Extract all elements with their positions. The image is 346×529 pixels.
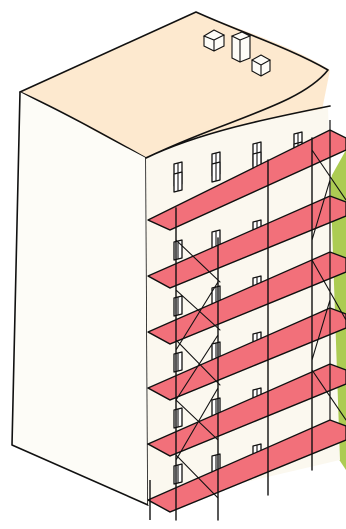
chimney-2 <box>232 32 250 62</box>
window-6-1 <box>174 464 182 484</box>
window-4-1 <box>174 352 182 372</box>
chimney-3 <box>252 55 270 76</box>
window-2-1 <box>174 240 182 260</box>
window-1-1 <box>174 172 182 192</box>
window-5-1 <box>174 408 182 428</box>
window-3-1 <box>174 296 182 316</box>
left-wall <box>12 92 148 505</box>
window-1-2 <box>212 162 220 182</box>
